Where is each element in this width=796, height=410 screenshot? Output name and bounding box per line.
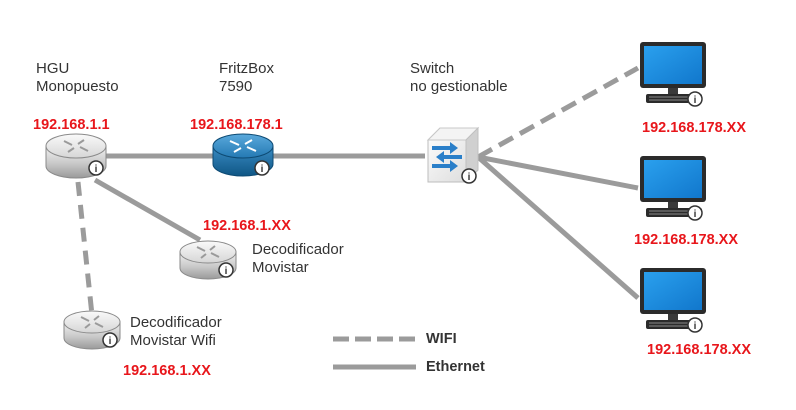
legend-ethernet-label: Ethernet [426, 359, 485, 375]
svg-text:i: i [225, 266, 228, 277]
pc1-ip: 192.168.178.XX [642, 120, 747, 136]
hgu-ip: 192.168.1.1 [33, 117, 110, 133]
switch-label: Switch no gestionable [410, 60, 508, 96]
decoder1-label: Decodificador Movistar [252, 241, 344, 277]
decoder1-ip: 192.168.1.XX [203, 218, 291, 234]
svg-text:i: i [468, 172, 471, 183]
hgu-name-line2: Monopuesto [36, 78, 119, 95]
pc2-ip: 192.168.178.XX [634, 232, 739, 248]
wifi-link-hgu-decoder2 [75, 181, 95, 316]
hgu-router-icon[interactable]: i [45, 133, 107, 179]
decoder2-name-line1: Decodificador [130, 314, 222, 331]
fritzbox-name-line1: FritzBox [219, 60, 275, 77]
fritzbox-router-icon[interactable]: i [212, 133, 274, 177]
wifi-link-switch-pc1 [476, 65, 640, 160]
decoder1-name-line2: Movistar [252, 259, 309, 276]
svg-text:i: i [95, 164, 98, 175]
switch-name-line2: no gestionable [410, 78, 508, 95]
decoder2-name-line2: Movistar Wifi [130, 332, 216, 349]
decoder-movistar-router-icon[interactable]: i [179, 240, 237, 280]
info-icon[interactable] [102, 332, 118, 348]
fritzbox-ip: 192.168.178.1 [190, 117, 283, 133]
decoder1-name-line1: Decodificador [252, 241, 344, 258]
decoder2-ip: 192.168.1.XX [123, 363, 211, 379]
decoder2-label: Decodificador Movistar Wifi [130, 314, 222, 350]
ethernet-link-hgu-decoder1 [93, 177, 202, 243]
info-icon[interactable] [88, 160, 104, 176]
svg-text:i: i [109, 336, 112, 347]
svg-text:i: i [261, 164, 264, 175]
fritzbox-name-line2: 7590 [219, 78, 253, 95]
connections [75, 65, 640, 316]
pc3-ip: 192.168.178.XX [647, 342, 752, 358]
info-icon[interactable] [218, 262, 234, 278]
svg-text:i: i [694, 321, 697, 332]
computer-icon-1[interactable]: i [640, 42, 706, 107]
svg-text:i: i [694, 95, 697, 106]
info-icon[interactable] [687, 91, 703, 107]
legend [333, 336, 416, 370]
ethernet-link-switch-pc2 [477, 154, 639, 191]
info-icon[interactable] [254, 160, 270, 176]
ethernet-link-switch-pc3 [476, 155, 640, 300]
hgu-label: HGU Monopuesto [36, 60, 119, 96]
info-icon[interactable] [461, 168, 477, 184]
switch-name-line1: Switch [410, 60, 455, 77]
info-icon[interactable] [687, 205, 703, 221]
decoder-movistar-wifi-router-icon[interactable]: i [63, 310, 121, 350]
switch-icon[interactable]: i [426, 126, 480, 184]
computer-icon-2[interactable]: i [640, 156, 706, 221]
svg-text:i: i [694, 209, 697, 220]
legend-wifi-label: WIFI [426, 331, 457, 347]
fritzbox-label: FritzBox 7590 [219, 60, 274, 96]
computer-icon-3[interactable]: i [640, 268, 706, 333]
hgu-name-line1: HGU [36, 60, 70, 77]
info-icon[interactable] [687, 317, 703, 333]
